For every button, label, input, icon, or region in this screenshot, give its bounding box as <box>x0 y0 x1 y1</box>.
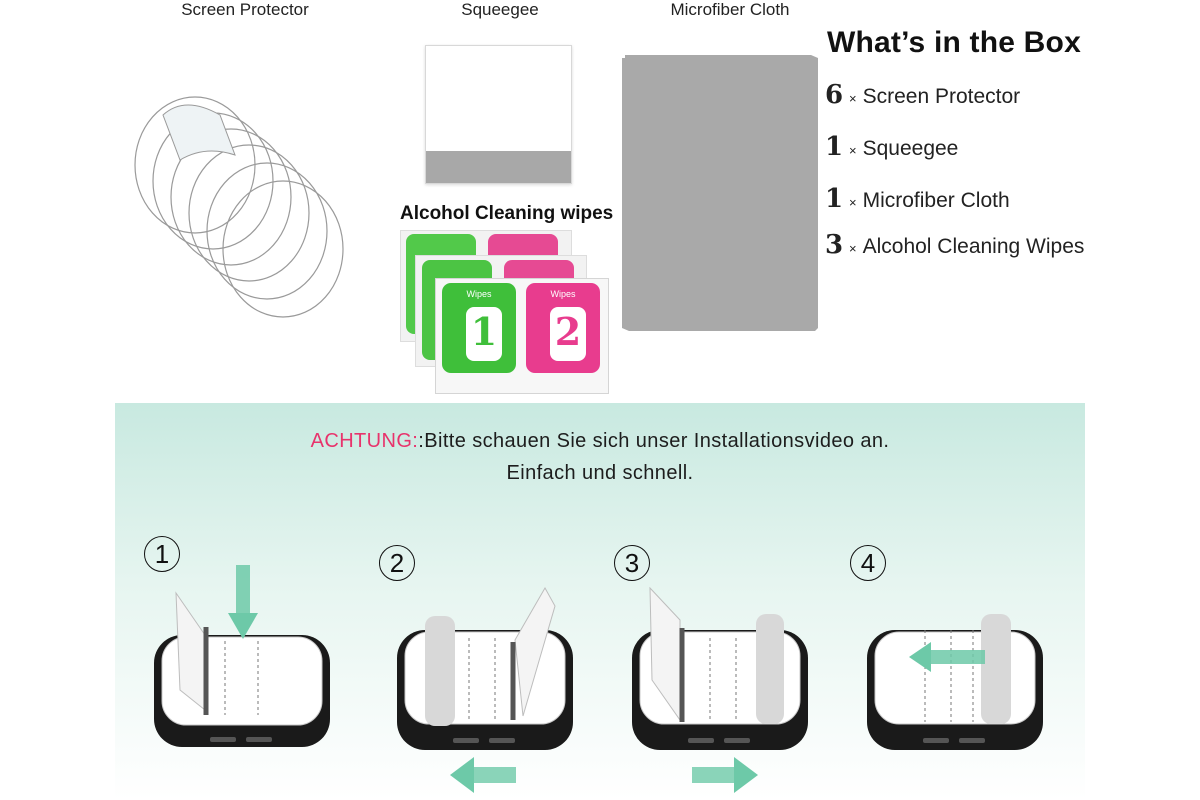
alcohol-wipes-image: Wipes 1 Wipes 2 <box>400 230 610 395</box>
step-number-4: 4 <box>850 545 886 581</box>
step-1-illustration <box>154 565 330 747</box>
notice-text: :Bitte schauen Sie sich unser Installati… <box>418 430 890 452</box>
alcohol-wipes-label: Alcohol Cleaning wipes <box>400 203 614 224</box>
arrow-right-icon <box>692 757 758 793</box>
box-item: 3 × Alcohol Cleaning Wipes <box>825 230 1084 276</box>
microfiber-cloth-label: Microfiber Cloth <box>670 0 790 19</box>
box-item-sep: × <box>849 195 857 210</box>
step-4-illustration <box>867 614 1043 750</box>
box-item-qty: 3 <box>825 230 844 260</box>
box-item-label: Squeegee <box>862 137 959 160</box>
install-notice: ACHTUNG::Bitte schauen Sie sich unser In… <box>115 430 1085 485</box>
notice-warning: ACHTUNG: <box>310 430 419 452</box>
screen-protector-image <box>134 96 344 318</box>
box-item-sep: × <box>849 241 857 256</box>
box-item-qty: 1 <box>825 184 844 214</box>
box-item-label: Alcohol Cleaning Wipes <box>862 235 1085 258</box>
wipe-1: Wipes 1 <box>442 283 516 373</box>
microfiber-cloth-image <box>622 55 818 331</box>
box-contents-list: 6 × Screen Protector 1 × Squeegee 1 × Microfib… <box>825 80 1084 276</box>
box-item: 6 × Screen Protector <box>825 80 1084 132</box>
notice-line-2: Einfach und schnell. <box>506 462 694 484</box>
wipe-2: Wipes 2 <box>526 283 600 373</box>
box-item: 1 × Microfiber Cloth <box>825 184 1084 230</box>
box-item: 1 × Squeegee <box>825 132 1084 184</box>
screen-protector-label: Screen Protector <box>181 0 309 19</box>
step-number-1: 1 <box>144 536 180 572</box>
box-title: What’s in the Box <box>827 26 1081 59</box>
box-item-sep: × <box>849 143 857 158</box>
wipe-1-number: 1 <box>470 309 498 354</box>
wipe-2-number: 2 <box>554 309 582 354</box>
wipe-1-title: Wipes <box>466 289 492 299</box>
step-number-3: 3 <box>614 545 650 581</box>
step-number-2: 2 <box>379 545 415 581</box>
notice-line-1: ACHTUNG::Bitte schauen Sie sich unser In… <box>115 430 1085 453</box>
box-item-qty: 6 <box>825 80 844 110</box>
box-item-qty: 1 <box>825 132 844 162</box>
box-item-sep: × <box>849 91 857 106</box>
box-item-label: Screen Protector <box>862 85 1021 108</box>
squeegee-label: Squeegee <box>461 0 539 19</box>
arrow-left-icon <box>450 757 516 793</box>
squeegee-image <box>425 45 572 184</box>
step-2-illustration <box>397 586 573 750</box>
box-item-label: Microfiber Cloth <box>862 189 1010 212</box>
step-3-illustration <box>632 586 808 750</box>
wipe-2-title: Wipes <box>550 289 576 299</box>
